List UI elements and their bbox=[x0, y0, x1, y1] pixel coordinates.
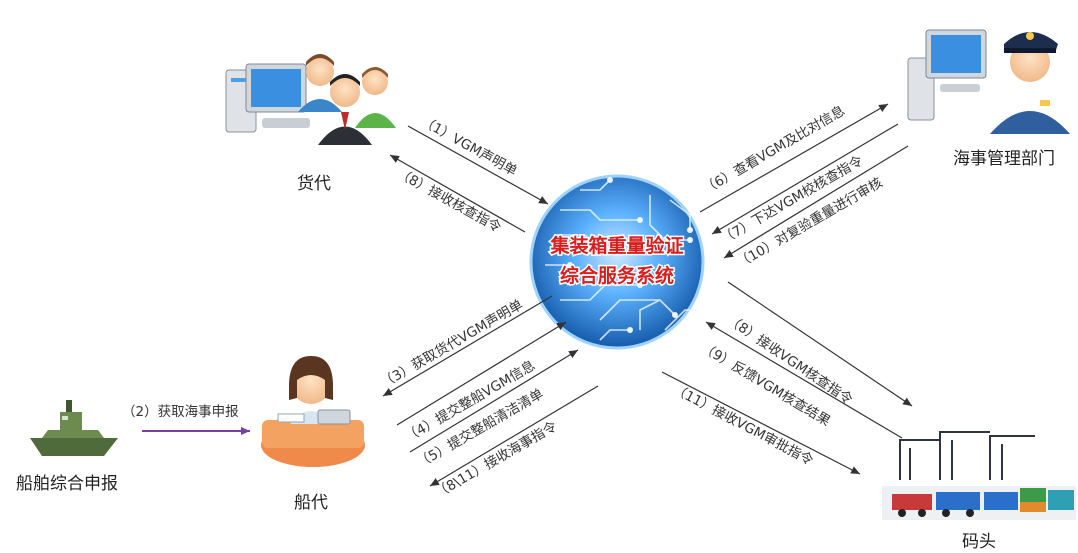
maritime-label: 海事管理部门 bbox=[953, 149, 1055, 169]
terminal-label: 码头 bbox=[962, 532, 996, 552]
arrow-e1 bbox=[407, 125, 549, 205]
ship-report-label: 船舶综合申报 bbox=[16, 474, 118, 494]
node-forwarder: 货代 bbox=[225, 54, 396, 194]
arrow-e811 bbox=[429, 385, 599, 487]
computer-icon bbox=[907, 29, 987, 121]
ship-icon bbox=[30, 400, 118, 456]
arrow-e11 bbox=[661, 371, 861, 475]
hub-system: 集装箱重量验证 综合服务系统 bbox=[529, 174, 705, 350]
node-terminal: 码头 bbox=[882, 431, 1076, 552]
computer-icon bbox=[225, 63, 310, 133]
port-terminal-icon bbox=[882, 431, 1076, 520]
node-maritime: 海事管理部门 bbox=[907, 29, 1070, 169]
forwarder-label: 货代 bbox=[297, 174, 331, 194]
arrow-e10 bbox=[723, 145, 909, 259]
officer-icon bbox=[990, 32, 1070, 134]
business-people-icon bbox=[298, 54, 396, 145]
hub-title-line2: 综合服务系统 bbox=[560, 264, 674, 287]
label-e2: （2）获取海事申报 bbox=[122, 404, 239, 420]
arrow-e8a bbox=[389, 154, 526, 233]
arrow-e8b bbox=[727, 281, 913, 407]
label-e8a: （8）接收核查指令 bbox=[394, 165, 505, 237]
label-e1: （1）VGM声明单 bbox=[418, 114, 520, 180]
carrier-label: 船代 bbox=[294, 493, 328, 513]
hub-title-line1: 集装箱重量验证 bbox=[549, 234, 683, 257]
arrow-e6 bbox=[699, 103, 889, 213]
arrow-e5 bbox=[409, 349, 579, 453]
arrow-e4 bbox=[396, 321, 567, 426]
node-ship-report: 船舶综合申报 bbox=[16, 400, 118, 494]
arrow-e7 bbox=[711, 123, 899, 235]
circuit-globe-icon bbox=[529, 174, 705, 350]
arrow-e3 bbox=[382, 295, 553, 397]
node-carrier: 船代 bbox=[261, 356, 365, 513]
arrow-e9 bbox=[705, 321, 903, 439]
label-e811: （8\11）接收海事指令 bbox=[432, 417, 561, 501]
flow-arrows bbox=[142, 103, 913, 487]
office-woman-icon bbox=[261, 356, 365, 467]
circuit-traces-icon bbox=[545, 179, 700, 341]
